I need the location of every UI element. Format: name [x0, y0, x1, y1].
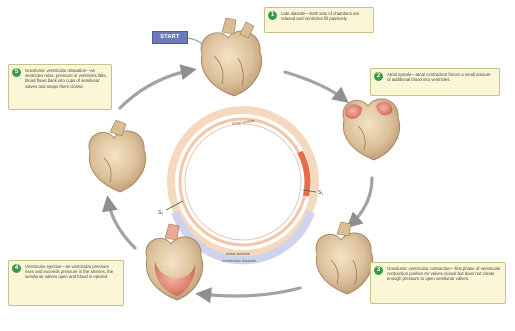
step-3-badge: 3 — [374, 266, 383, 275]
ring-label-atrial-diastole: Atrial diastole — [226, 251, 251, 256]
step-1-badge: 1 — [268, 11, 277, 20]
arrow-3-to-4 — [200, 288, 300, 296]
callout-step-4: 4 Ventricular ejection—as ventricular pr… — [8, 260, 124, 306]
start-label: START — [152, 31, 188, 44]
callout-step-2: 2 Atrial systole—atrial contraction forc… — [370, 68, 500, 96]
callout-step-5: 5 Isovolumic ventricular relaxation—as v… — [8, 64, 112, 110]
label-s1: S₁ — [318, 190, 323, 196]
heart-isovolumic-relaxation — [89, 120, 146, 192]
ring-label-ventricular-diastole: Ventricular diastole — [222, 258, 257, 263]
step-4-text: Ventricular ejection—as ventricular pres… — [25, 264, 119, 280]
label-s2: S₂ — [158, 210, 163, 216]
arrow-4-to-5 — [108, 200, 135, 248]
heart-isovolumic-contraction — [316, 222, 373, 294]
callout-step-1: 1 Late diastole—both sets of chambers ar… — [264, 7, 374, 33]
step-2-text: Atrial systole—atrial contraction forces… — [387, 72, 495, 82]
step-5-text: Isovolumic ventricular relaxation—as ven… — [25, 68, 107, 89]
callout-step-3: 3 Isovolumic ventricular contraction—fir… — [370, 262, 506, 304]
step-4-badge: 4 — [12, 264, 21, 273]
arrow-1-to-2 — [285, 72, 345, 100]
arrow-2-to-3 — [350, 178, 372, 225]
step-2-badge: 2 — [374, 72, 383, 81]
ring-highlight-segment — [300, 152, 307, 196]
step-3-text: Isovolumic ventricular contraction—first… — [387, 266, 501, 282]
arrow-5-to-1 — [120, 70, 192, 108]
heart-late-diastole — [201, 18, 262, 96]
heart-atrial-systole — [343, 99, 400, 160]
step-5-badge: 5 — [12, 68, 21, 77]
step-1-text: Late diastole—both sets of chambers are … — [281, 11, 369, 21]
ring-inner-fill — [185, 124, 301, 240]
